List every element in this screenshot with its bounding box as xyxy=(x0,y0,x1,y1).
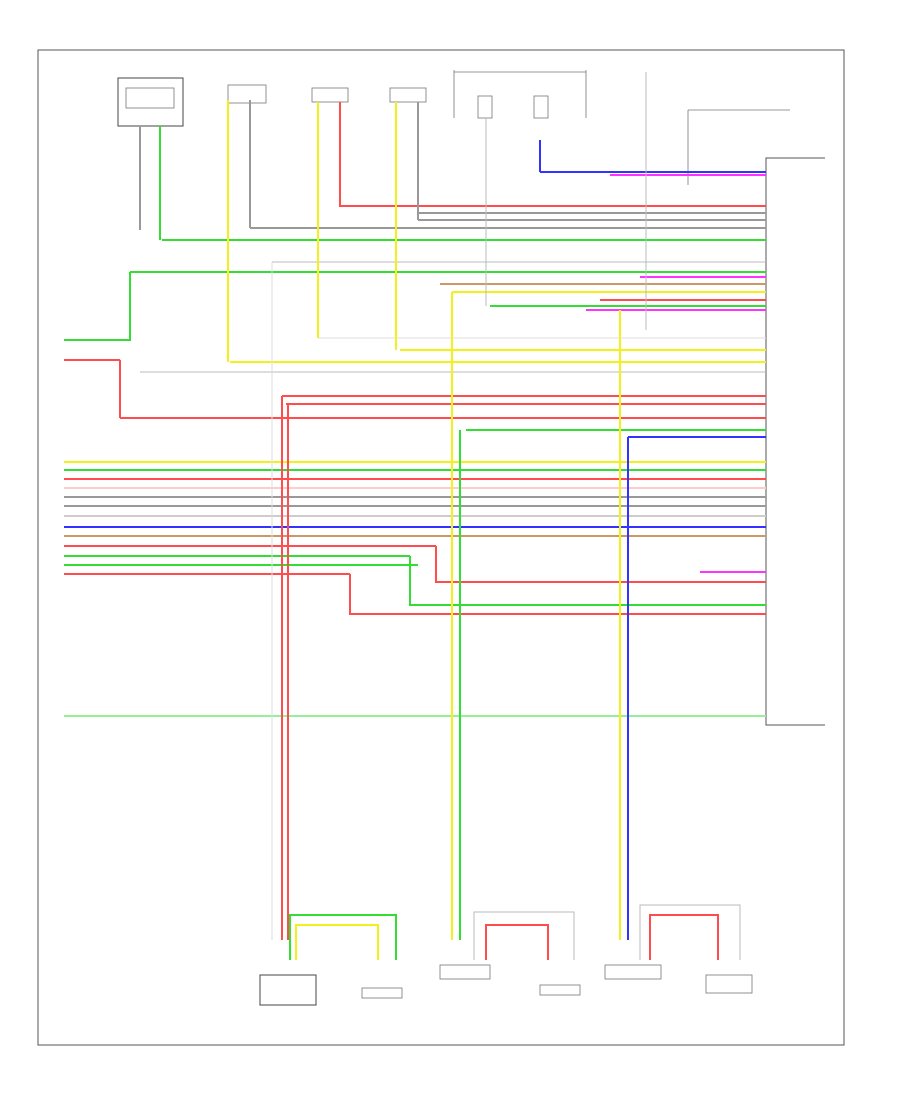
bottom-speaker-1 xyxy=(259,914,397,1006)
fuse-block xyxy=(453,70,587,119)
bottom-speaker-5 xyxy=(604,904,741,980)
wire-bundle-upper xyxy=(120,171,766,438)
side-note xyxy=(687,109,790,185)
top-connector-4 xyxy=(389,87,427,103)
bottom-speaker-2 xyxy=(361,987,403,999)
wire-bundle-middle xyxy=(64,461,766,717)
bottom-speaker-3 xyxy=(439,911,575,980)
head-unit xyxy=(765,157,825,726)
diagram-frame xyxy=(37,49,845,1046)
top-connector-3 xyxy=(311,87,349,103)
top-speaker-box xyxy=(117,77,184,127)
bottom-speaker-4 xyxy=(539,984,581,996)
bottom-speaker-6 xyxy=(705,974,753,994)
wire-verticals xyxy=(64,72,647,940)
top-connector-2 xyxy=(227,84,267,104)
